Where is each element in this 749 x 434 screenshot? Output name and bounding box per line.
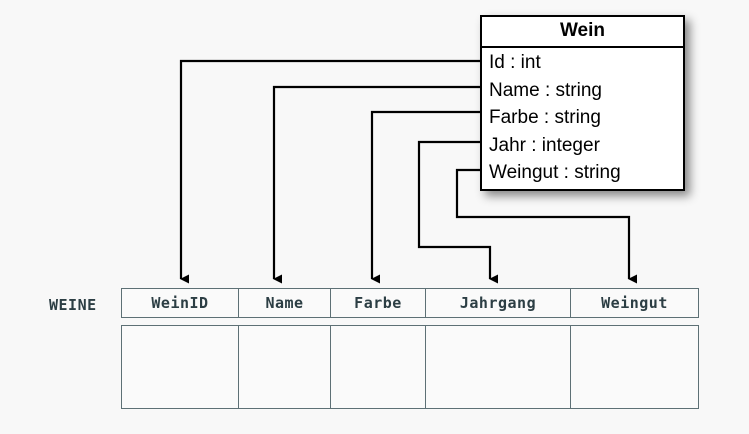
class-attribute-id: Id : int [489,52,541,73]
column-header-farbe[interactable]: Farbe [331,289,426,317]
class-name: Wein [482,17,683,48]
relational-table[interactable]: WeinID Name Farbe Jahrgang Weingut [121,288,699,409]
connector-id-to-weinid [179,59,481,284]
table-cell-farbe[interactable] [331,326,426,408]
class-attribute-farbe: Farbe : string [489,107,601,128]
connector-farbe-to-farbe [370,110,481,284]
class-attribute-list: Id : int Name : string Farbe : string Ja… [482,48,683,189]
class-attribute-name: Name : string [489,79,602,101]
class-attribute-jahr: Jahr : integer [489,134,600,156]
table-cell-jahrgang[interactable] [426,326,571,408]
table-header-row: WeinID Name Farbe Jahrgang Weingut [121,288,699,318]
column-header-weinid[interactable]: WeinID [122,289,239,317]
table-cell-name[interactable] [239,326,331,408]
table-cell-weingut[interactable] [571,326,698,408]
column-header-name[interactable]: Name [239,289,331,317]
connector-name-to-name [272,85,481,284]
uml-class-box[interactable]: Wein Id : int Name : string Farbe : stri… [480,15,685,191]
table-name-label: WEINE [49,296,97,314]
table-cell-weinid[interactable] [122,326,239,408]
class-attribute-weingut: Weingut : string [489,162,621,183]
column-header-jahrgang[interactable]: Jahrgang [426,289,571,317]
column-header-weingut[interactable]: Weingut [601,294,668,312]
table-row[interactable] [121,325,699,409]
